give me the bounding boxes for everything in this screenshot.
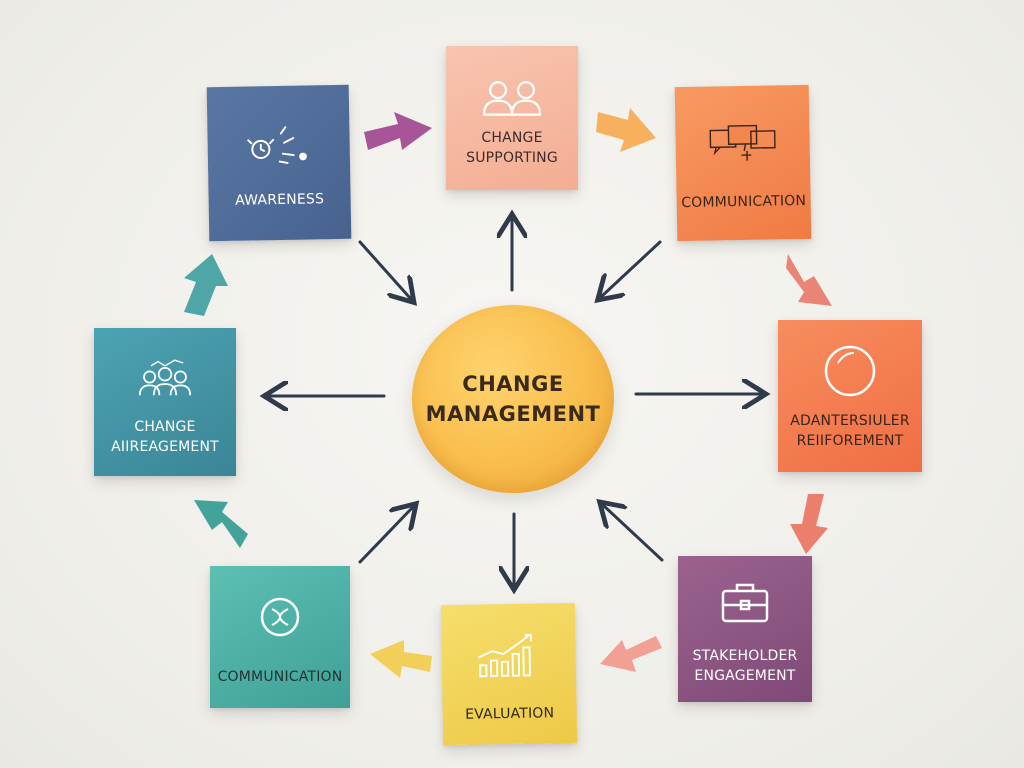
cycle-arrow-awareness-to-supporting [364, 112, 432, 150]
node-stakeholder-label-2: ENGAGEMENT [694, 668, 796, 684]
arrow-communication-bottom-to-center [358, 508, 412, 564]
node-stakeholder-engagement: STAKEHOLDER ENGAGEMENT [678, 556, 812, 702]
arrow-awareness-to-center [358, 240, 410, 298]
center-label-2: MANAGEMENT [425, 402, 601, 426]
node-communication-top: COMMUNICATION [674, 84, 812, 242]
node-evaluation: EVALUATION [440, 602, 578, 746]
node-communication-bottom-label: COMMUNICATION [217, 669, 343, 685]
node-change-engagement-label-2: AIIREAGEMENT [111, 439, 219, 455]
dna-icon [245, 587, 315, 647]
node-communication-bottom: COMMUNICATION [210, 566, 350, 708]
node-change-engagement-label-1: CHANGE [134, 419, 196, 435]
center-label-1: CHANGE [462, 372, 564, 396]
people-icon [477, 68, 547, 128]
cycle-arrow-supporting-to-communication [596, 108, 656, 152]
node-change-supporting: CHANGE SUPPORTING [446, 46, 578, 190]
cycle-arrow-stakeholder-to-evaluation [600, 636, 662, 672]
node-change-supporting-label-2: SUPPORTING [466, 150, 558, 166]
node-change-engagement: CHANGE AIIREAGEMENT [94, 328, 236, 476]
node-reinforcement-label-1: ADANTERSIULER [790, 413, 910, 429]
node-reinforcement: ADANTERSIULER REIIFOREMENT [778, 320, 922, 472]
node-reinforcement-label-2: REIIFOREMENT [796, 433, 904, 449]
node-awareness: AWARENESS [206, 84, 352, 242]
center-change-management: CHANGE MANAGEMENT [412, 305, 614, 493]
cycle-arrow-engagement-to-awareness [184, 254, 228, 316]
alarm-clock-icon [243, 115, 314, 176]
growth-chart-icon [473, 623, 544, 684]
chat-bubbles-icon [707, 113, 778, 174]
node-change-supporting-label-1: CHANGE [481, 130, 543, 146]
cycle-arrow-communication-to-reinforcement [786, 254, 832, 306]
cycle-arrow-reinforcement-to-stakeholder [790, 494, 828, 554]
arrow-stakeholder-to-center [604, 506, 664, 562]
arrow-communication-to-center [602, 240, 662, 296]
team-icon [130, 347, 200, 407]
circle-icon [815, 341, 885, 401]
briefcase-icon [710, 572, 780, 632]
cycle-arrow-communication-to-engagement [194, 500, 248, 548]
cycle-arrow-evaluation-to-communication [370, 640, 432, 678]
node-stakeholder-label-1: STAKEHOLDER [692, 648, 798, 664]
